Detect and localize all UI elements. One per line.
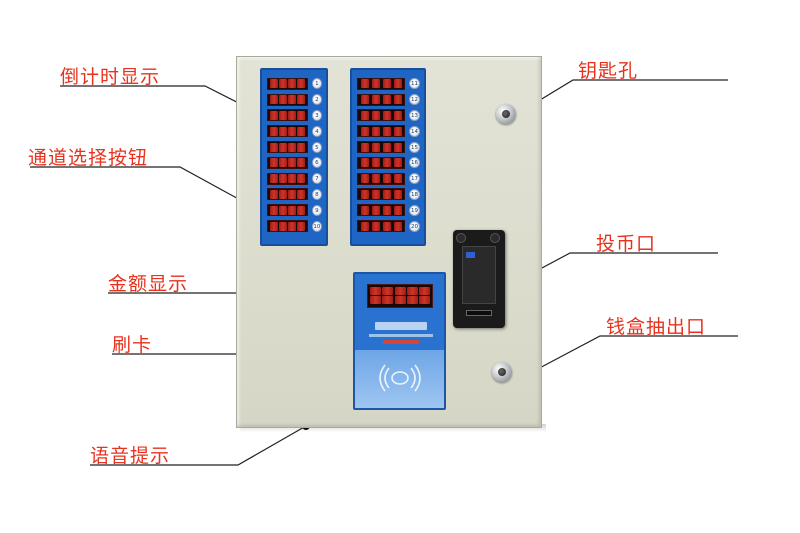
channel-select-button[interactable]: 16: [409, 157, 420, 169]
countdown-led: [357, 109, 405, 122]
countdown-led: [267, 204, 308, 217]
cabinet-shadow: [240, 424, 546, 432]
channel-row: 18: [357, 187, 420, 203]
channel-row: 16: [357, 155, 420, 171]
countdown-led: [357, 220, 405, 233]
channel-select-button[interactable]: 12: [409, 94, 420, 106]
callout-voice-prompt: 语音提示: [90, 445, 171, 467]
channel-select-button[interactable]: 4: [311, 125, 322, 137]
channel-select-button[interactable]: 20: [409, 220, 420, 232]
coin-acceptor-indicator: [466, 252, 475, 258]
channel-row: 9: [267, 202, 322, 218]
channel-select-button[interactable]: 19: [409, 204, 420, 216]
channel-row: 17: [357, 171, 420, 187]
callout-cash-box-drawer: 钱盒抽出口: [606, 316, 707, 338]
channel-row: 6: [267, 155, 322, 171]
channel-select-button[interactable]: 6: [311, 157, 322, 169]
countdown-led: [357, 77, 405, 90]
countdown-led: [267, 93, 308, 106]
countdown-led: [267, 109, 308, 122]
channel-row: 20: [357, 218, 420, 234]
channel-select-button[interactable]: 18: [409, 188, 420, 200]
countdown-led: [267, 125, 308, 138]
brand-code-strip: [383, 340, 419, 344]
channel-row: 5: [267, 139, 322, 155]
coin-acceptor[interactable]: [453, 230, 505, 328]
cash-box-lock-icon[interactable]: [492, 362, 512, 382]
channel-row: 14: [357, 123, 420, 139]
countdown-panel-left: 1 2 3 4 5 6 7 8 9 10: [260, 68, 328, 246]
channel-select-button[interactable]: 15: [409, 141, 420, 153]
callout-countdown-display: 倒计时显示: [60, 66, 161, 88]
channel-row: 13: [357, 108, 420, 124]
callout-amount-display: 金额显示: [108, 273, 189, 295]
callout-coin-slot: 投币口: [596, 233, 657, 255]
brand-company-strip: [369, 334, 433, 337]
countdown-led: [357, 93, 405, 106]
channel-select-button[interactable]: 17: [409, 173, 420, 185]
countdown-led: [267, 172, 308, 185]
channel-select-button[interactable]: 9: [311, 204, 322, 216]
channel-select-button[interactable]: 11: [409, 78, 420, 90]
countdown-led: [357, 125, 405, 138]
channel-row: 15: [357, 139, 420, 155]
channel-row: 3: [267, 108, 322, 124]
countdown-led: [267, 220, 308, 233]
countdown-led: [357, 188, 405, 201]
channel-row: 10: [267, 218, 322, 234]
callout-card-swipe: 刷卡: [112, 334, 153, 356]
amount-led-display: [367, 284, 433, 308]
callout-keyhole: 钥匙孔: [578, 60, 639, 82]
countdown-led: [267, 188, 308, 201]
channel-select-button[interactable]: 3: [311, 109, 322, 121]
countdown-led: [267, 77, 308, 90]
card-reader-area[interactable]: [355, 350, 444, 408]
callout-channel-buttons: 通道选择按钮: [28, 147, 149, 169]
countdown-led: [357, 172, 405, 185]
countdown-led: [267, 156, 308, 169]
channel-select-button[interactable]: 13: [409, 109, 420, 121]
channel-row: 12: [357, 92, 420, 108]
keyhole-lock-icon[interactable]: [496, 104, 516, 124]
channel-select-button[interactable]: 8: [311, 188, 322, 200]
countdown-led: [357, 141, 405, 154]
coin-slot-opening[interactable]: [466, 310, 492, 316]
channel-row: 8: [267, 187, 322, 203]
channel-select-button[interactable]: 7: [311, 173, 322, 185]
channel-row: 19: [357, 202, 420, 218]
channel-row: 11: [357, 76, 420, 92]
channel-select-button[interactable]: 10: [311, 220, 322, 232]
brand-logo: [375, 322, 427, 330]
channel-select-button[interactable]: 5: [311, 141, 322, 153]
contactless-icon: [379, 364, 421, 392]
countdown-led: [357, 204, 405, 217]
channel-select-button[interactable]: 14: [409, 125, 420, 137]
countdown-led: [357, 156, 405, 169]
countdown-led: [267, 141, 308, 154]
channel-row: 2: [267, 92, 322, 108]
channel-select-button[interactable]: 2: [311, 94, 322, 106]
amount-card-panel: [353, 272, 446, 410]
channel-select-button[interactable]: 1: [311, 78, 322, 90]
countdown-panel-right: 11 12 13 14 15 16 17 18 19 20: [350, 68, 426, 246]
channel-row: 4: [267, 123, 322, 139]
channel-row: 1: [267, 76, 322, 92]
channel-row: 7: [267, 171, 322, 187]
